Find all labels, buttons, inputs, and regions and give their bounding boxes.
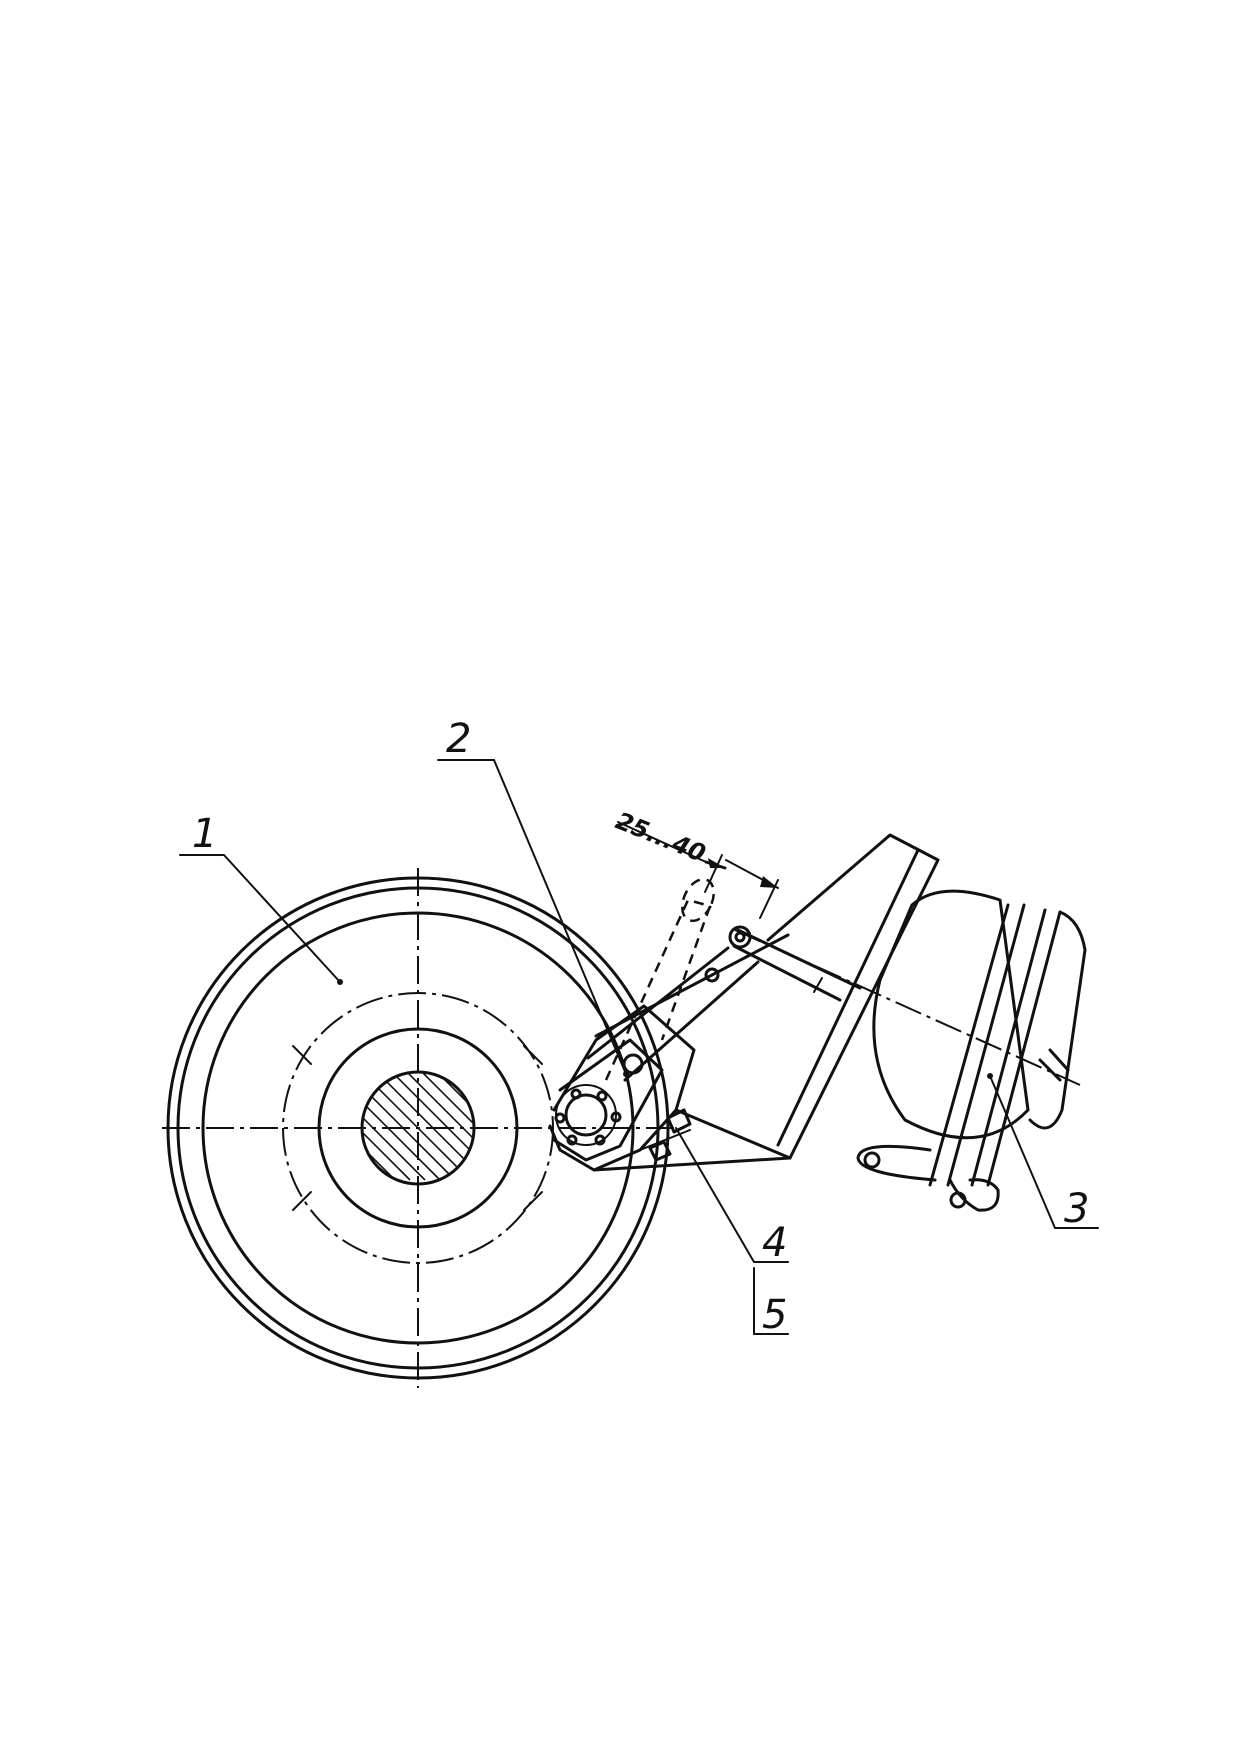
callout-4-label: 4: [762, 1220, 787, 1266]
callout-3-label: 3: [1064, 1186, 1089, 1232]
callout-5: 5: [753, 1267, 789, 1338]
bolt-circle-ticks: [292, 1045, 543, 1211]
axle-section: [360, 1070, 476, 1186]
brake-chamber: [856, 889, 1087, 1212]
callout-5-label: 5: [762, 1292, 787, 1338]
cylinder-axis-line: [734, 929, 1081, 1086]
callout-4: 4: [675, 1127, 789, 1266]
callout-2: 2: [437, 716, 629, 1077]
callout-2-label: 2: [446, 716, 471, 762]
callout-1-label: 1: [192, 811, 217, 857]
stroke-dimension-label: 25...40: [612, 807, 710, 868]
brake-lever-housing: [548, 833, 940, 1172]
wheel-center-lines: [162, 868, 690, 1388]
callout-1: 1: [179, 811, 343, 985]
callout-3: 3: [987, 1073, 1099, 1232]
